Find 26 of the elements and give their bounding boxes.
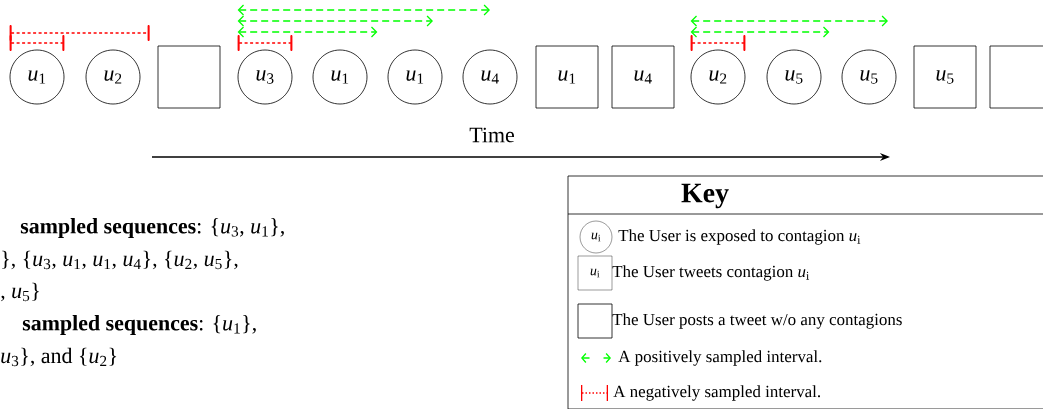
negative-interval-bar: [237, 35, 293, 51]
tweet-box: u$_{5}$: [913, 45, 977, 109]
negative-interval-bar: [9, 35, 65, 51]
body-text: sampled sequences: {u$_{1}$},: [22, 315, 256, 335]
tweet-box: [157, 45, 221, 109]
tweet-box: [989, 45, 1043, 109]
body-text: sampled sequences: {u$_{3}$, u$_{1}$},: [20, 218, 284, 238]
positive-interval-arrow: [237, 15, 433, 27]
legend-text: The User posts a tweet w/o any contagions: [612, 313, 902, 329]
body-text: }, {u$_{3}$, u$_{1}$, u$_{1}$, u$_{4}$}, {u$_{2}$, u$_{5}$},: [2, 250, 238, 270]
tweet-box: u$_{1}$: [535, 45, 599, 109]
axis-label: Time: [469, 127, 514, 143]
legend-text: A negatively sampled interval.: [613, 385, 820, 401]
legend-text: The User is exposed to contagion u$_{i}$: [618, 229, 861, 245]
positive-interval-arrow: [690, 26, 830, 38]
legend-text: A positively sampled interval.: [618, 350, 822, 366]
positive-interval-arrow: [237, 26, 378, 38]
legend-text: The User tweets contagion u$_{i}$: [612, 265, 810, 281]
body-text: u$_{3}$}, and {u$_{2}$}: [1, 347, 117, 367]
key-heading: Key: [681, 183, 729, 209]
body-text: , u$_{5}$}: [1, 282, 39, 302]
tweet-box: u$_{4}$: [611, 45, 675, 109]
negative-interval-bar: [9, 25, 150, 41]
negative-interval-bar: [690, 35, 746, 51]
positive-interval-arrow: [237, 4, 490, 16]
positive-interval-arrow: [690, 15, 888, 27]
